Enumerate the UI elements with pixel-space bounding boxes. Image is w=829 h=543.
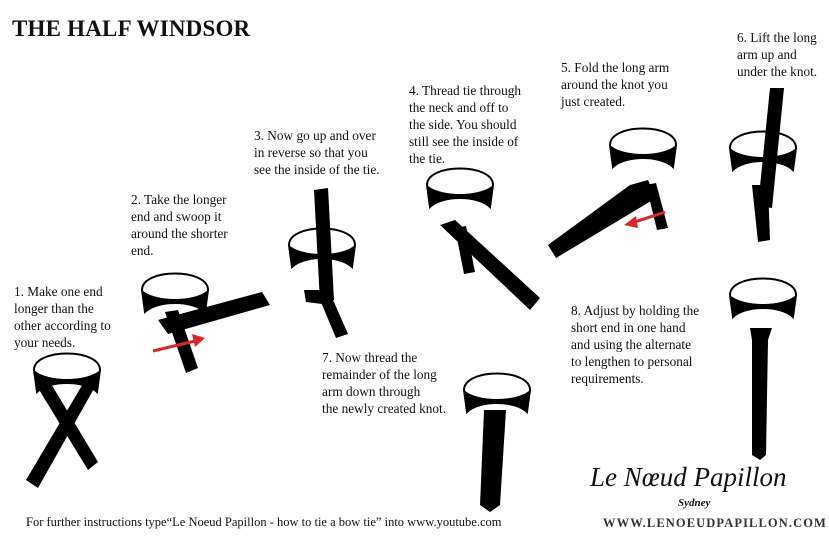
step-8-illustration [729,277,797,460]
step-2-text: 2. Take the longer end and swoop it arou… [131,191,228,259]
step-line: 6. Lift the long [737,30,817,45]
step-line: 4. Thread tie through [409,83,522,98]
step-1-illustration [26,352,101,488]
step-7-text: 7. Now thread the remainder of the long … [322,349,446,417]
footer-instructions: For further instructions type“Le Noeud P… [26,515,502,529]
arrow-icon [152,339,196,353]
step-1-text: 1. Make one end longer than the other ac… [14,283,111,351]
step-line: the neck and off to [409,100,509,115]
step-line: around the shorter [131,226,228,241]
step-line: 2. Take the longer [131,192,227,207]
step-4-text: 4. Thread tie through the neck and off t… [409,82,521,167]
step-8-text: 8. Adjust by holding the short end in on… [571,302,699,387]
step-6-illustration [729,88,797,242]
step-5-text: 5. Fold the long arm around the knot you… [561,59,669,110]
step-line: the newly created knot. [322,401,447,416]
step-line: in reverse so that you [254,145,368,160]
step-line: just created. [561,94,626,109]
step-line: remainder of the long [322,367,437,382]
step-line: the side. You should [409,117,517,132]
step-line: short end in one hand [571,320,686,335]
step-4-illustration [426,167,540,310]
step-line: still see the inside of [409,134,519,149]
step-line: 1. Make one end [14,284,103,299]
step-line: 5. Fold the long arm [561,60,670,75]
step-line: other according to [14,318,111,333]
step-line: arm down through [322,384,421,399]
step-line: arm up and [737,47,797,62]
brand-logo: Le Nœud Papillon [590,462,787,492]
step-5-illustration [548,127,677,258]
brand-city: Sydney [678,497,711,509]
step-line: to lengthen to personal [571,354,693,369]
step-line: 7. Now thread the [322,350,418,365]
step-7-illustration [463,372,531,512]
step-3-illustration [288,188,356,338]
step-line: around the knot you [561,77,668,92]
step-line: and using the alternate [571,337,691,352]
step-3-text: 3. Now go up and over in reverse so that… [254,127,380,178]
step-line: 8. Adjust by holding the [571,303,700,318]
step-line: 3. Now go up and over [254,128,376,143]
step-line: under the knot. [737,64,818,79]
website-link[interactable]: WWW.LENOEUDPAPILLON.COM [603,516,827,530]
arrow-icon [634,210,666,224]
step-2-illustration [141,272,270,373]
step-line: the tie. [409,151,446,166]
step-line: requirements. [571,371,644,386]
step-line: your needs. [14,335,76,350]
step-line: end. [131,243,154,258]
step-line: longer than the [14,301,94,316]
step-6-text: 6. Lift the long arm up and under the kn… [737,29,817,80]
step-line: see the inside of the tie. [254,162,380,177]
step-line: end and swoop it [131,209,222,224]
page-title: THE HALF WINDSOR [12,16,251,41]
